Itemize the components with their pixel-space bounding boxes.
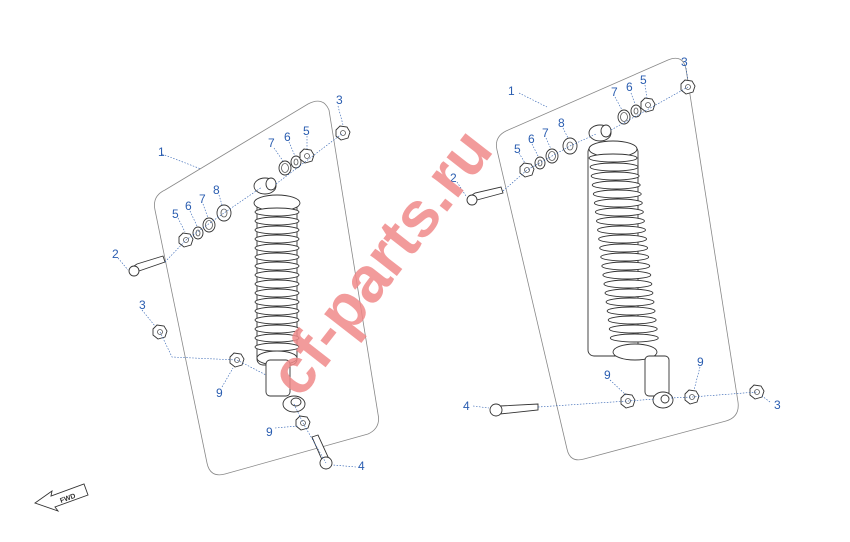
right-shock-lower-body — [644, 355, 674, 409]
left-leader-lines — [117, 105, 357, 468]
spring-coil — [254, 279, 300, 289]
spring-coil — [590, 171, 640, 181]
right-callout-9b: 9 — [697, 355, 704, 369]
spring-coil — [601, 261, 651, 271]
right-callout-5b: 5 — [640, 73, 647, 87]
spring-coil — [604, 288, 654, 298]
left-callout-1: 1 — [158, 145, 165, 159]
right-callout-4: 4 — [463, 399, 470, 413]
spring-coil — [589, 162, 639, 172]
spring-coil — [607, 315, 657, 325]
spring-coil — [254, 243, 300, 253]
right-callout-9a: 9 — [604, 368, 611, 382]
spring-coil — [609, 333, 659, 343]
left-shock-spring — [253, 194, 301, 366]
spring-coil — [592, 189, 642, 199]
left-washer-6a — [192, 226, 204, 240]
right-oring-7b — [617, 109, 631, 125]
left-callout-5a: 5 — [172, 207, 179, 221]
left-oring-7b — [278, 160, 292, 176]
spring-coil — [605, 297, 655, 307]
left-bolt-4 — [311, 434, 333, 470]
right-bolt-2 — [466, 186, 504, 206]
left-oring-7a — [202, 217, 216, 233]
spring-coil — [588, 153, 638, 163]
right-callout-3-low: 3 — [774, 398, 781, 412]
left-washer-6b — [290, 155, 302, 169]
spring-coil — [608, 324, 658, 334]
right-callout-2: 2 — [450, 171, 457, 185]
spring-coil — [254, 261, 300, 271]
left-bolt-2 — [128, 255, 166, 277]
left-callout-6a: 6 — [185, 199, 192, 213]
right-collar-5b — [640, 97, 656, 113]
spring-coil — [254, 324, 300, 334]
right-bolt-4 — [489, 403, 539, 417]
left-shock-top-eye — [253, 177, 277, 195]
spring-coil — [254, 207, 300, 217]
right-washer-6a — [534, 156, 546, 170]
spring-coil — [254, 333, 300, 343]
spring-coil — [599, 243, 649, 253]
spring-coil — [600, 252, 650, 262]
right-collar-5a — [519, 162, 535, 178]
left-collar-5b — [299, 148, 315, 164]
left-callout-6b: 6 — [284, 130, 291, 144]
right-callout-6a: 6 — [528, 132, 535, 146]
left-callout-9b: 9 — [266, 425, 273, 439]
right-shock-spring — [587, 140, 659, 361]
spring-coil — [591, 180, 641, 190]
right-callout-5a: 5 — [514, 142, 521, 156]
left-bushing-8a — [216, 204, 232, 222]
spring-coil — [254, 225, 300, 235]
spring-coil — [254, 288, 300, 298]
right-callout-8a: 8 — [558, 116, 565, 130]
spring-coil — [606, 306, 656, 316]
spring-coil — [254, 306, 300, 316]
left-callout-7a: 7 — [199, 192, 206, 206]
right-callout-7a: 7 — [542, 126, 549, 140]
right-callout-7b: 7 — [611, 85, 618, 99]
fwd-arrow-icon: FWD — [34, 483, 89, 512]
left-callout-3-top: 3 — [336, 93, 343, 107]
right-callout-1: 1 — [508, 84, 515, 98]
spring-coil — [254, 297, 300, 307]
spring-coil — [598, 234, 648, 244]
spring-coil — [254, 234, 300, 244]
left-shock-lower-body — [265, 359, 306, 413]
left-shock-assembly: 1 2 3 3 4 5 6 7 8 7 6 5 9 9 — [112, 93, 379, 476]
spring-coil — [594, 207, 644, 217]
spring-coil — [602, 270, 652, 280]
right-shock-top-eye — [588, 124, 612, 142]
right-callout-6b: 6 — [626, 80, 633, 94]
right-callout-3-top: 3 — [681, 55, 688, 69]
spring-coil — [254, 216, 300, 226]
right-leader-lines — [456, 67, 771, 409]
spring-coil — [596, 216, 645, 226]
spring-coil — [593, 198, 643, 208]
left-callout-8a: 8 — [213, 183, 220, 197]
left-callout-2: 2 — [112, 247, 119, 261]
left-callout-5b: 5 — [303, 124, 310, 138]
left-callout-4: 4 — [358, 459, 365, 473]
spring-coil — [603, 279, 653, 289]
right-assembly-frame — [496, 57, 739, 461]
left-callout-7b: 7 — [268, 136, 275, 150]
spring-coil — [597, 225, 646, 235]
spring-coil — [254, 315, 300, 325]
right-shock-assembly: 1 2 3 3 4 5 6 7 8 7 6 5 9 9 — [450, 55, 781, 461]
right-nut-3-low — [749, 384, 765, 400]
left-callout-3-mid: 3 — [139, 298, 146, 312]
spring-coil — [254, 270, 300, 280]
right-washer-6b — [630, 104, 642, 118]
left-callout-9a: 9 — [216, 386, 223, 400]
left-assembly-frame — [154, 100, 379, 476]
spring-coil — [254, 252, 300, 262]
